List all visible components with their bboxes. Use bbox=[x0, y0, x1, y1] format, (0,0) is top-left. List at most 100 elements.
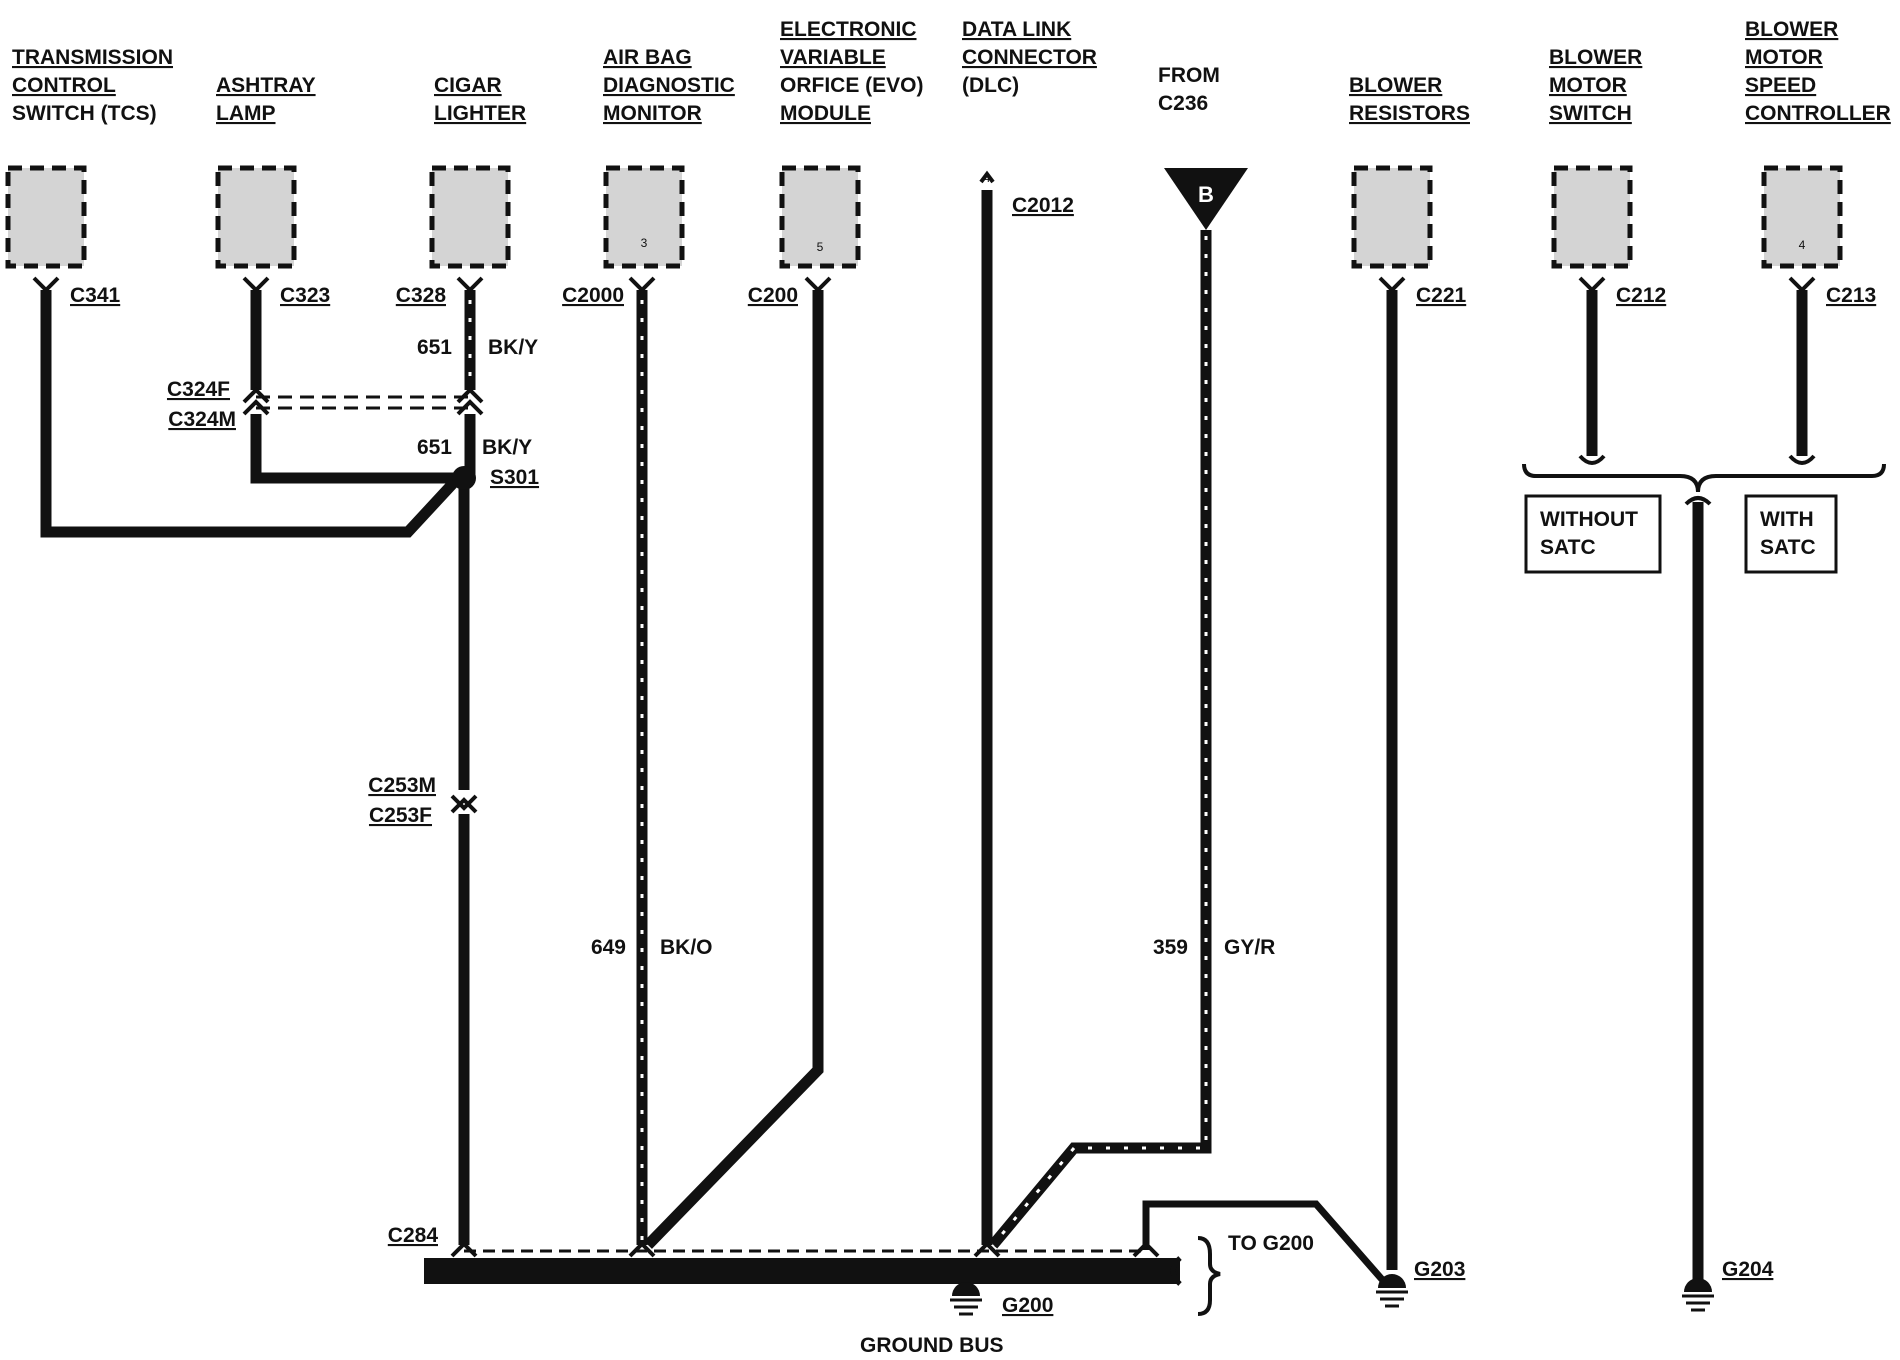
without-satc-line1: WITHOUT bbox=[1540, 508, 1638, 531]
c213-connector-icon bbox=[1788, 276, 1816, 293]
bmspeed-end-icon bbox=[1788, 454, 1816, 465]
wire-labels: 651 BK/Y 651 BK/Y 649 BK/O 359 GY/R bbox=[417, 336, 1275, 959]
c213-label: C213 bbox=[1826, 284, 1876, 307]
tcs-wire bbox=[40, 290, 463, 538]
from-wire bbox=[988, 230, 1212, 1249]
from-title-1: FROM bbox=[1158, 64, 1220, 87]
bmswitch-box bbox=[1551, 165, 1633, 269]
c328-label: C328 bbox=[396, 284, 447, 307]
from-color: GY/R bbox=[1224, 936, 1275, 959]
from-wire-stripe bbox=[991, 236, 1208, 1246]
c253-connector: C253M C253F bbox=[368, 774, 478, 827]
ashtray-title-1: ASHTRAY bbox=[216, 74, 316, 97]
with-satc-line1: WITH bbox=[1760, 508, 1814, 531]
c200-connector-icon bbox=[804, 276, 832, 293]
cigar-lower-color: BK/Y bbox=[482, 436, 532, 459]
c324-cigar-fork2-icon bbox=[456, 399, 484, 416]
c2012-connector-icon bbox=[979, 170, 995, 184]
c341-label: C341 bbox=[70, 284, 121, 307]
satc-brace-icon bbox=[1522, 463, 1886, 493]
airbag-circuit: 649 bbox=[591, 936, 626, 959]
tcs-title-3: SWITCH (TCS) bbox=[12, 102, 157, 125]
dlc-title-2: CONNECTOR bbox=[962, 46, 1097, 69]
bmswitch-end-icon bbox=[1578, 454, 1606, 465]
with-satc-box bbox=[1744, 494, 1838, 574]
component-titles: TRANSMISSION CONTROL SWITCH (TCS) ASHTRA… bbox=[12, 18, 1891, 125]
c324-ashtray-fork-icon bbox=[242, 387, 270, 404]
cigar-lower-circuit: 651 bbox=[417, 436, 452, 459]
c253m-label: C253M bbox=[368, 774, 436, 797]
g203-label: G203 bbox=[1414, 1258, 1465, 1281]
c324f-label: C324F bbox=[167, 378, 230, 401]
bmspeed-title-2: MOTOR bbox=[1745, 46, 1823, 69]
c212-label: C212 bbox=[1616, 284, 1666, 307]
resistors-title-2: RESISTORS bbox=[1349, 102, 1470, 125]
g203-ground-icon bbox=[1376, 1274, 1408, 1308]
bmspeed-title-3: SPEED bbox=[1745, 74, 1816, 97]
from-circuit: 359 bbox=[1153, 936, 1188, 959]
bmspeed-title-1: BLOWER bbox=[1745, 18, 1838, 41]
evo-title-4: MODULE bbox=[780, 102, 871, 125]
dlc-pin: 4 bbox=[984, 171, 991, 185]
with-satc-line2: SATC bbox=[1760, 536, 1816, 559]
satc-options: WITHOUT SATC WITH SATC bbox=[1522, 454, 1886, 574]
cigar-title-2: LIGHTER bbox=[434, 102, 526, 125]
connector-symbols bbox=[32, 170, 1816, 293]
connector-labels: C341 C323 C328 C2000 C200 C2012 C221 C21… bbox=[70, 194, 1876, 307]
bmspeed-box bbox=[1761, 165, 1843, 269]
without-satc-line2: SATC bbox=[1540, 536, 1596, 559]
evo-title-1: ELECTRONIC bbox=[780, 18, 917, 41]
ground-bus-bar bbox=[424, 1258, 1180, 1284]
bmswitch-title-1: BLOWER bbox=[1549, 46, 1642, 69]
c253m-fork-icon bbox=[450, 794, 478, 811]
component-boxes bbox=[5, 165, 1843, 269]
dlc-title-1: DATA LINK bbox=[962, 18, 1071, 41]
evo-box bbox=[779, 165, 861, 269]
c221-connector-icon bbox=[1378, 276, 1406, 293]
c324-ashtray-fork2-icon bbox=[242, 399, 270, 416]
to-g200-wire bbox=[1142, 1200, 1389, 1287]
c221-label: C221 bbox=[1416, 284, 1467, 307]
evo-title-2: VARIABLE bbox=[780, 46, 886, 69]
from-c236-connector: B bbox=[1164, 168, 1248, 230]
airbag-title-1: AIR BAG bbox=[603, 46, 692, 69]
airbag-title-3: MONITOR bbox=[603, 102, 702, 125]
ground-symbols: G200 G203 G204 bbox=[950, 1258, 1774, 1317]
cigar-upper-circuit: 651 bbox=[417, 336, 452, 359]
resistors-title-1: BLOWER bbox=[1349, 74, 1442, 97]
c324m-label: C324M bbox=[168, 408, 236, 431]
c2000-label: C2000 bbox=[562, 284, 624, 307]
c324-cigar-fork-icon bbox=[456, 387, 484, 404]
to-g200-brace-icon bbox=[1197, 1236, 1221, 1316]
b-connector-icon bbox=[1164, 168, 1248, 230]
airbag-color: BK/O bbox=[660, 936, 713, 959]
ashtray-wire-lower bbox=[250, 414, 464, 484]
dlc-title-3: (DLC) bbox=[962, 74, 1019, 97]
s301-label: S301 bbox=[490, 466, 539, 489]
cigar-box bbox=[429, 165, 511, 269]
c200-label: C200 bbox=[748, 284, 798, 307]
c323-connector-icon bbox=[242, 276, 270, 293]
tcs-title-2: CONTROL bbox=[12, 74, 116, 97]
tcs-title-1: TRANSMISSION bbox=[12, 46, 173, 69]
c212-connector-icon bbox=[1578, 276, 1606, 293]
cigar-title-1: CIGAR bbox=[434, 74, 502, 97]
g204-ground-icon bbox=[1682, 1278, 1714, 1312]
to-g200-label: TO G200 bbox=[1228, 1232, 1314, 1255]
evo-wire bbox=[644, 290, 824, 1249]
c341-connector-icon bbox=[32, 276, 60, 293]
evo-pin: 5 bbox=[817, 240, 824, 254]
tcs-box bbox=[5, 165, 87, 269]
c328-connector-icon bbox=[456, 276, 484, 293]
b-connector-label: B bbox=[1198, 182, 1214, 207]
g204-label: G204 bbox=[1722, 1258, 1774, 1281]
ground-bus: TO G200 GROUND BUS bbox=[424, 1232, 1314, 1357]
airbag-box bbox=[603, 165, 685, 269]
ground-bus-end-icon bbox=[1170, 1256, 1182, 1286]
cigar-upper-color: BK/Y bbox=[488, 336, 538, 359]
c284-fork-tog200-icon bbox=[1132, 1241, 1160, 1258]
without-satc-box bbox=[1524, 494, 1662, 574]
bmswitch-title-2: MOTOR bbox=[1549, 74, 1627, 97]
ashtray-title-2: LAMP bbox=[216, 102, 276, 125]
